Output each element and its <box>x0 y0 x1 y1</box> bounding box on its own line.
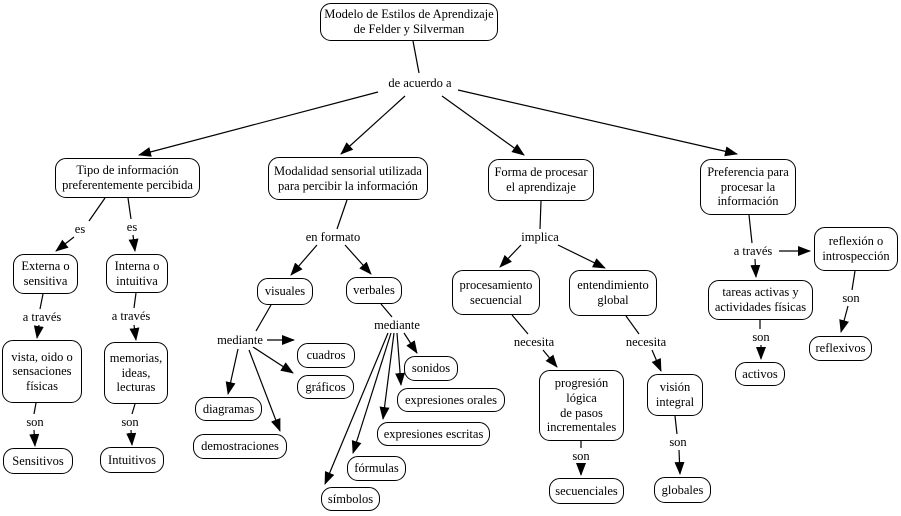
link-label-a_traves_3: a través <box>732 243 774 258</box>
link-label-a_traves_2: a través <box>110 308 152 323</box>
connector-arrow <box>557 244 606 269</box>
concept-node-procesamiento: procesamiento secuencial <box>452 270 540 315</box>
connector-line <box>511 314 529 335</box>
concept-node-progresion: progresión lógica de pasos incrementales <box>539 370 624 441</box>
connector-line <box>380 303 393 318</box>
connector-arrow <box>252 346 294 374</box>
concept-node-demostraciones: demostraciones <box>193 434 287 459</box>
link-label-implica: implica <box>520 229 560 244</box>
connector-arrow <box>324 332 389 485</box>
connector-arrow <box>351 332 392 454</box>
connector-arrow <box>126 429 137 446</box>
connector-arrow <box>33 324 44 339</box>
connector-arrow <box>403 332 418 354</box>
concept-node-exp_escritas: expresiones escritas <box>377 422 490 446</box>
link-label-a_traves_1: a través <box>21 309 63 324</box>
link-label-son_1: son <box>25 414 45 429</box>
concept-node-sensitivos: Sensitivos <box>3 448 73 474</box>
connector-arrow <box>441 95 525 156</box>
concept-node-root: Modelo de Estilos de Aprendizaje de Feld… <box>320 3 498 41</box>
connector-arrow <box>340 95 406 155</box>
connector-line <box>33 402 37 415</box>
concept-node-simbolos: símbolos <box>321 487 380 511</box>
connector-line <box>131 403 136 415</box>
concept-node-tipo: Tipo de información preferentemente perc… <box>55 158 200 198</box>
link-label-son_4: son <box>668 434 688 449</box>
connector-line <box>88 197 106 222</box>
concept-node-interna: Interna o intuitiva <box>106 254 168 293</box>
concept-node-reflexion: reflexión o introspección <box>814 227 898 271</box>
concept-node-sonidos: sonidos <box>404 356 458 381</box>
concept-node-globales: globales <box>654 477 711 503</box>
concept-node-graficos: gráficos <box>297 375 354 399</box>
link-label-necesita_2: necesita <box>624 334 668 349</box>
concept-node-preferencia: Preferencia para procesar la información <box>700 159 796 215</box>
concept-node-visuales: visuales <box>257 278 313 305</box>
connector-line <box>412 40 420 74</box>
link-label-es_1: es <box>73 221 87 236</box>
connector-arrow <box>248 349 281 432</box>
link-label-mediante_1: mediante <box>216 332 264 347</box>
connector-arrow <box>225 348 239 395</box>
connector-arrow <box>379 332 395 420</box>
link-label-es_2: es <box>125 219 139 234</box>
connector-arrow <box>395 332 406 386</box>
link-label-necesita_1: necesita <box>512 334 556 349</box>
connector-arrow <box>542 349 558 368</box>
link-label-son_5: son <box>751 329 771 344</box>
connector-arrow <box>457 89 738 157</box>
connector-arrow <box>138 91 379 157</box>
concept-node-activos: activos <box>735 362 785 386</box>
connector-line <box>539 200 542 230</box>
concept-node-externa: Externa o sensitiva <box>13 254 78 294</box>
connector-arrow <box>344 244 372 275</box>
concept-node-forma: Forma de procesar el aprendizaje <box>488 159 594 201</box>
concept-node-diagramas: diagramas <box>195 397 262 421</box>
connector-arrow <box>674 449 685 475</box>
concept-node-modalidad: Modalidad sensorial utilizada para perci… <box>268 157 428 200</box>
concept-node-secuenciales: secuenciales <box>549 478 624 504</box>
concept-node-tareas: tareas activas y actividades físicas <box>708 280 813 320</box>
concept-node-vista: vista, oido o sensaciones físicas <box>2 340 82 403</box>
concept-node-formulas: fórmulas <box>347 456 406 481</box>
connector-line <box>625 315 640 335</box>
connector-line <box>336 199 348 230</box>
connector-arrow <box>839 305 849 333</box>
concept-node-verbales: verbales <box>346 277 402 304</box>
link-label-son_6: son <box>841 290 861 305</box>
connector-line <box>39 293 44 310</box>
concept-node-intuitivos: Intuitivos <box>100 447 164 473</box>
connector-arrow <box>129 324 140 341</box>
connector-arrow <box>290 244 318 276</box>
connector-line <box>674 415 678 435</box>
connector-line <box>127 197 132 220</box>
concept-node-exp_orales: expresiones orales <box>397 388 505 412</box>
link-label-son_3: son <box>571 448 591 463</box>
link-label-son_2: son <box>120 414 140 429</box>
connector-arrow <box>651 349 662 372</box>
connector-arrow <box>55 236 75 252</box>
link-label-en_formato: en formato <box>304 229 362 244</box>
concept-node-vision: visión integral <box>647 374 703 416</box>
link-label-de_acuerdo_a: de acuerdo a <box>387 75 453 90</box>
connector-arrow <box>499 244 522 268</box>
concept-node-entendimiento: entendimiento global <box>569 270 657 316</box>
connector-line <box>851 270 856 291</box>
connector-arrow <box>128 234 139 252</box>
concept-node-reflexivos: reflexivos <box>809 336 872 361</box>
concept-node-memorias: memorias, ideas, lecturas <box>104 342 168 404</box>
link-label-mediante_2: mediante <box>373 317 421 332</box>
concept-node-cuadros: cuadros <box>297 343 355 368</box>
connector-line <box>255 304 272 332</box>
connector-arrow <box>750 258 761 278</box>
connector-line <box>133 292 137 309</box>
connector-line <box>748 214 753 244</box>
connector-arrow <box>29 429 40 447</box>
